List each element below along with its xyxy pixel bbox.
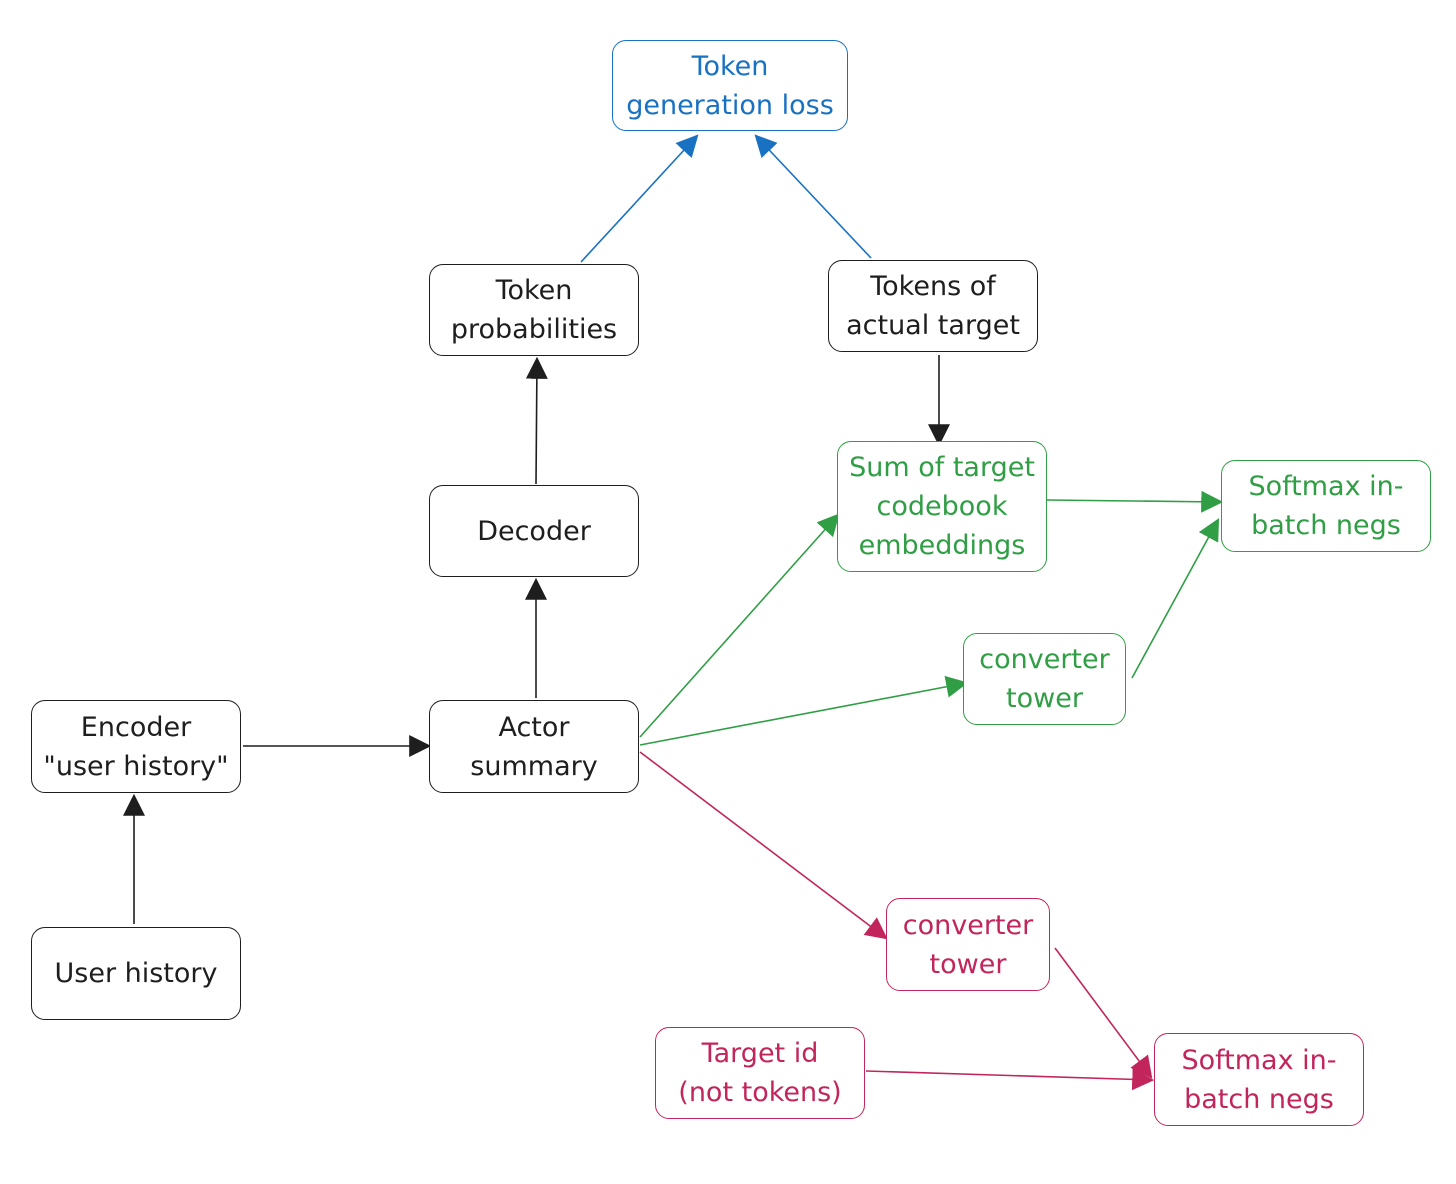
target-id-node: Target id (not tokens) — [655, 1027, 865, 1119]
node-label-line: Actor — [498, 711, 570, 743]
tokens-of-actual-target-node: Tokens of actual target — [828, 260, 1038, 352]
softmax-in-batch-negs-green-node: Softmax in- batch negs — [1221, 460, 1431, 552]
actor-summary-node: Actor summary — [429, 700, 639, 793]
node-label-line: probabilities — [450, 314, 618, 345]
node-label-line: converter — [902, 909, 1034, 941]
node-label-line: tower — [1006, 683, 1083, 714]
edge-converter-to-softmax-red — [1054, 947, 1153, 1079]
node-label-line: tower — [929, 948, 1007, 980]
node-label-line: codebook — [876, 491, 1008, 522]
edge-actual-target-to-loss — [754, 134, 872, 259]
node-label-line: Sum of target — [849, 452, 1035, 483]
edge-actor-to-sum — [639, 513, 840, 738]
token-probabilities-node: Token probabilities — [429, 264, 639, 356]
edge-actor-to-converter-red — [639, 751, 888, 940]
edge-actor-to-converter-green — [639, 675, 969, 746]
node-label-line: Token — [691, 50, 769, 82]
node-label-line: batch negs — [1251, 510, 1401, 541]
node-label-line: actual target — [846, 310, 1020, 341]
encoder-user-history-node: Encoder "user history" — [31, 700, 241, 793]
node-label-line: "user history" — [43, 750, 229, 782]
converter-tower-green-node: converter tower — [963, 633, 1126, 725]
edge-probabilities-to-loss — [580, 134, 699, 263]
edge-decoder-to-probabilities — [525, 356, 548, 485]
node-label-line: batch negs — [1184, 1083, 1334, 1115]
node-label-line: Softmax in- — [1181, 1044, 1337, 1076]
node-label-line: Tokens of — [870, 271, 996, 302]
node-label-line: Target id — [701, 1038, 819, 1069]
edge-sum-to-softmax-green — [1046, 490, 1224, 513]
softmax-in-batch-negs-red-node: Softmax in- batch negs — [1154, 1033, 1364, 1126]
node-label-line: summary — [470, 750, 598, 782]
sum-of-target-codebook-embeddings-node: Sum of target codebook embeddings — [837, 441, 1047, 572]
decoder-node: Decoder — [429, 485, 639, 577]
converter-tower-red-node: converter tower — [886, 898, 1050, 991]
node-label-line: (not tokens) — [678, 1077, 842, 1108]
node-label-line: Decoder — [477, 515, 591, 547]
node-label-line: Softmax in- — [1248, 471, 1404, 502]
token-generation-loss-node: Token generation loss — [612, 40, 848, 131]
edge-converter-to-softmax-green — [1131, 518, 1220, 679]
node-label-line: embeddings — [858, 530, 1026, 561]
edge-target-id-to-softmax-red — [865, 1068, 1155, 1091]
node-label-line: converter — [979, 644, 1110, 675]
node-label-line: User history — [54, 958, 218, 989]
node-label-line: Encoder — [80, 711, 192, 743]
node-label-line: Token — [495, 275, 573, 306]
user-history-node: User history — [31, 927, 241, 1020]
node-label-line: generation loss — [626, 89, 834, 121]
